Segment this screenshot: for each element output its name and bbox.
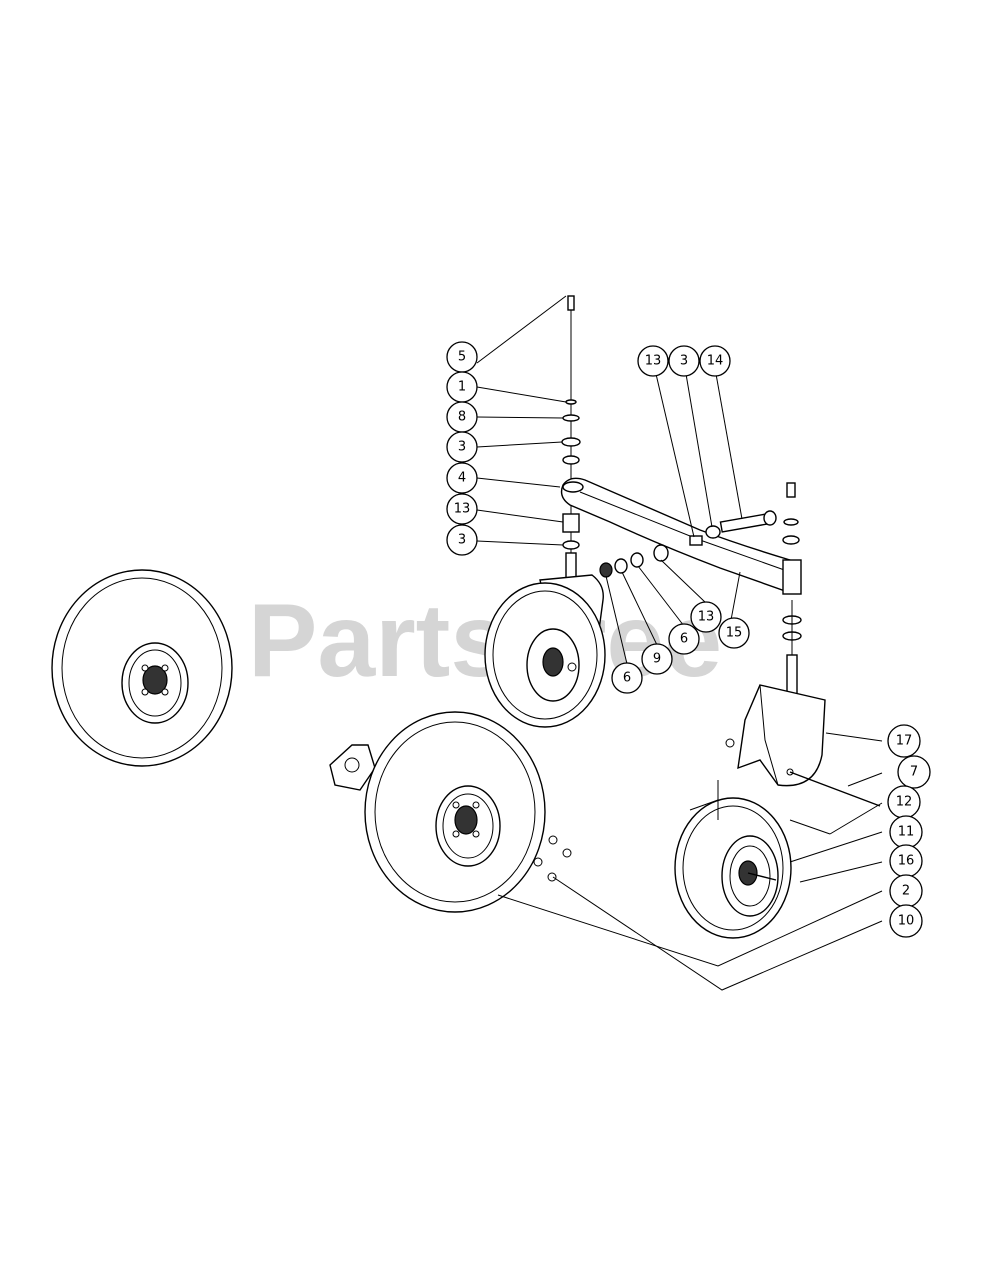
callout-12: 12 [887,785,921,819]
callout-3b: 3 [446,524,478,556]
callout-17: 17 [887,724,921,758]
svg-text:8: 8 [458,410,466,425]
callout-11: 11 [889,815,923,849]
callout-13c: 13 [690,601,722,633]
callout-6a: 6 [611,662,643,694]
svg-text:6: 6 [680,632,688,647]
svg-text:16: 16 [898,854,915,869]
svg-text:7: 7 [910,765,918,780]
svg-text:3: 3 [680,354,688,369]
left-wheel [51,569,233,767]
callout-4: 4 [446,462,478,494]
left-caster-hardware [561,295,581,589]
washer-row [599,544,669,578]
svg-text:13: 13 [698,610,715,625]
svg-text:10: 10 [898,914,915,929]
svg-text:12: 12 [896,795,913,810]
watermark: PartsTree [248,583,722,699]
leader-lines [476,295,883,991]
svg-text:9: 9 [653,652,661,667]
right-caster-hardware [782,482,802,696]
axle-arm [560,477,801,593]
callout-9: 9 [641,643,673,675]
svg-text:4: 4 [458,471,466,486]
svg-text:3: 3 [458,533,466,548]
svg-text:17: 17 [896,734,913,749]
arm-bolt-hardware [689,510,777,546]
callout-1: 1 [446,371,478,403]
svg-text:14: 14 [707,354,724,369]
svg-text:2: 2 [902,884,910,899]
svg-text:6: 6 [623,671,631,686]
svg-text:11: 11 [898,825,915,840]
svg-text:1: 1 [458,380,466,395]
callout-2: 2 [889,874,923,908]
svg-text:13: 13 [645,354,662,369]
callout-3c: 3 [668,345,700,377]
callout-6b: 6 [668,623,700,655]
svg-text:13: 13 [454,502,471,517]
callout-13a: 13 [446,493,478,525]
right-caster-assembly [674,684,881,939]
callout-8: 8 [446,401,478,433]
callout-16: 16 [889,844,923,878]
svg-text:5: 5 [458,350,466,365]
main-wheel [329,711,572,913]
callout-13b: 13 [637,345,669,377]
callout-3a: 3 [446,431,478,463]
callout-5: 5 [446,341,478,373]
svg-text:3: 3 [458,440,466,455]
callout-10: 10 [889,904,923,938]
callout-7: 7 [897,755,931,789]
callout-14: 14 [699,345,731,377]
svg-text:15: 15 [726,626,743,641]
callout-15: 15 [718,617,750,649]
left-caster-wheel [484,574,606,728]
